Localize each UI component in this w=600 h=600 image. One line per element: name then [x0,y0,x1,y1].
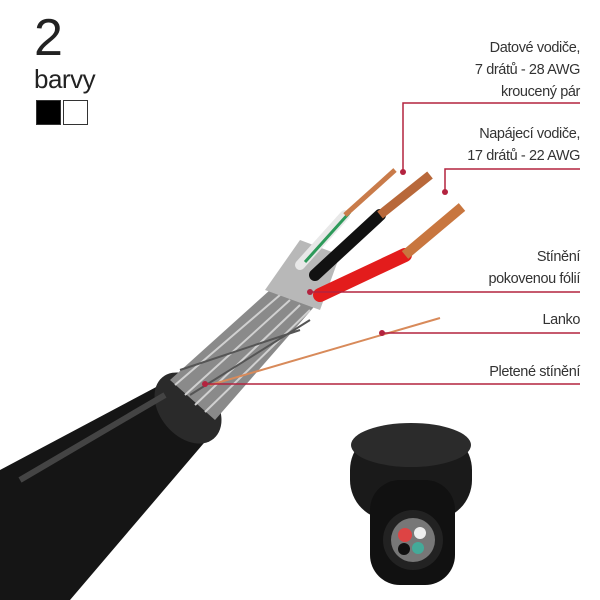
cable-connector [350,423,472,585]
callout-data-wires: Datové vodiče, 7 drátů - 28 AWG kroucený… [475,37,580,103]
callout-dots [202,169,448,387]
callout-foil-shield: Stínění pokovenou fólií [488,246,580,290]
callout-line: pokovenou fólií [488,271,580,287]
callout-drain-wire: Lanko [542,309,580,331]
callout-line: Pletené stínění [489,364,580,380]
wires [209,168,466,386]
braided-shield [170,290,320,420]
callout-line: Lanko [542,312,580,328]
callout-line: Stínění [536,249,581,265]
callout-line: Napájecí vodiče, [479,126,580,142]
swatch-white [63,100,88,125]
colors-label: barvy [34,64,96,94]
swatch-black [36,100,61,125]
callout-line: 7 drátů - 28 AWG [474,62,580,78]
callout-braided-shield: Pletené stínění [489,361,580,383]
callout-line: kroucený pár [500,84,580,100]
callout-line: 17 drátů - 22 AWG [467,148,580,164]
callout-power-wires: Napájecí vodiče, 17 drátů - 22 AWG [467,123,580,167]
callout-lines [205,102,580,385]
color-count: 2 [34,9,63,67]
callout-line: Datové vodiče, [489,40,581,56]
